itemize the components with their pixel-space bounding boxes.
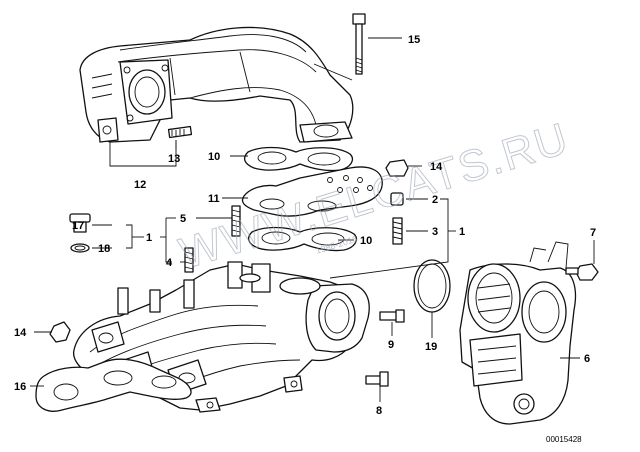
callout-17[interactable]: 17: [72, 220, 84, 232]
callout-10-upper[interactable]: 10: [208, 151, 220, 163]
bolt-7[interactable]: [565, 263, 599, 281]
callout-10-lower[interactable]: 10: [360, 235, 372, 247]
callout-8[interactable]: 8: [376, 405, 382, 417]
o-ring-19[interactable]: [413, 259, 451, 313]
callout-3[interactable]: 3: [432, 226, 438, 238]
callout-6[interactable]: 6: [584, 353, 590, 365]
callout-7[interactable]: 7: [590, 227, 596, 239]
watermark: WWW.ELCATS.RU 1988-2016: [174, 113, 576, 279]
sleeve-2[interactable]: [390, 192, 404, 206]
callout-2[interactable]: 2: [432, 194, 438, 206]
bolt-8[interactable]: [365, 371, 389, 387]
stud-5[interactable]: [231, 205, 241, 237]
nut-14-lower[interactable]: [49, 321, 71, 343]
diagram-code: 00015428: [546, 435, 582, 444]
seal-ring-18[interactable]: [70, 243, 90, 253]
gasket-lower-10[interactable]: [247, 226, 358, 252]
throttle-housing-6[interactable]: [459, 241, 577, 425]
callout-19[interactable]: 19: [425, 341, 437, 353]
callout-11[interactable]: 11: [208, 193, 220, 205]
callout-14-upper[interactable]: 14: [430, 161, 443, 173]
stud-4[interactable]: [184, 247, 194, 273]
stud-3[interactable]: [392, 217, 403, 245]
watermark-text: WWW.ELCATS.RU: [174, 114, 575, 279]
callout-15[interactable]: 15: [408, 34, 420, 46]
gasket-upper-10[interactable]: [243, 146, 354, 172]
spacer-plate-11[interactable]: [241, 166, 383, 217]
gasket-16[interactable]: [35, 358, 192, 412]
callout-18[interactable]: 18: [98, 243, 110, 255]
plug-17[interactable]: [69, 213, 91, 233]
callout-1-left[interactable]: 1: [146, 232, 152, 244]
bolt-15[interactable]: [352, 13, 366, 75]
callout-14-lower[interactable]: 14: [14, 327, 27, 339]
callout-13[interactable]: 13: [168, 153, 180, 165]
callout-5[interactable]: 5: [180, 213, 186, 225]
callout-9[interactable]: 9: [388, 339, 394, 351]
callout-12[interactable]: 12: [134, 179, 146, 191]
bolt-9[interactable]: [379, 309, 405, 323]
callout-1-right[interactable]: 1: [459, 226, 465, 238]
upper-intake-manifold[interactable]: [79, 26, 354, 143]
callout-16[interactable]: 16: [14, 381, 26, 393]
stud-13[interactable]: [167, 125, 193, 139]
callout-labels: 15 13 12 10 11 10 14 2 3 1 17 18 1 5 4 1…: [14, 34, 596, 417]
leader-lines: [30, 37, 595, 402]
callout-4[interactable]: 4: [166, 257, 173, 269]
nut-14-upper[interactable]: [385, 159, 409, 177]
